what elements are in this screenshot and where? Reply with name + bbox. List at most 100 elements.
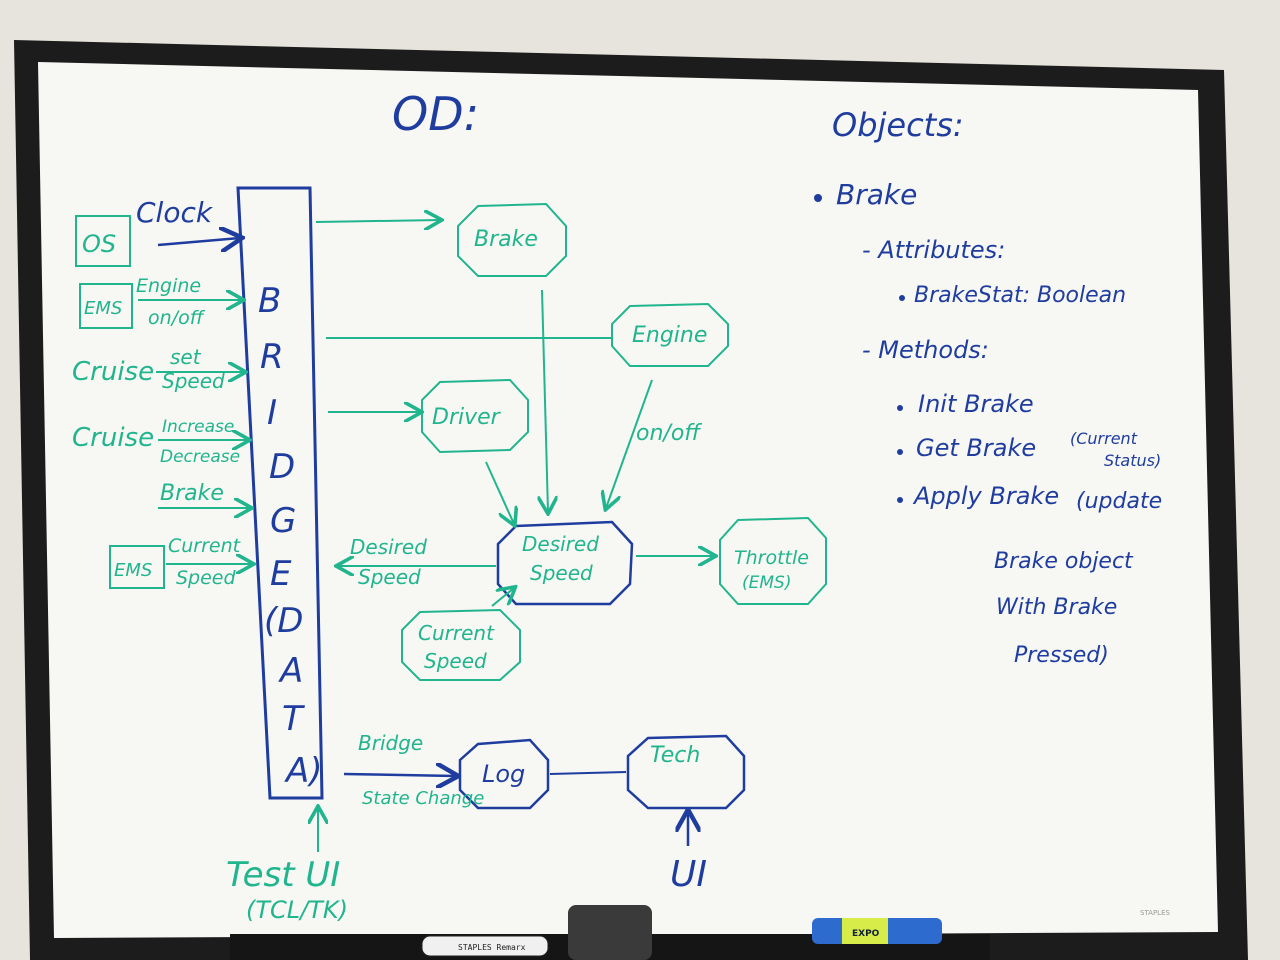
bullet-icon — [814, 194, 822, 202]
clock-label: Clock — [136, 196, 214, 229]
engine-octagon — [611, 302, 729, 367]
node-tech: Tech — [626, 734, 746, 810]
attribute-line: BrakeStat: Boolean — [914, 283, 1126, 308]
eraser — [568, 905, 652, 960]
blue-marker-stripe — [842, 918, 888, 944]
cruise-set-label: Cruise — [72, 357, 154, 387]
desired-speed-octagon — [496, 520, 634, 606]
brake-input-label: Brake — [160, 481, 224, 506]
cruise-inc-label: Cruise — [72, 423, 154, 453]
speed-node-label: Speed — [530, 561, 593, 585]
methods-heading: - Methods: — [862, 336, 989, 364]
driver-node-label: Driver — [432, 405, 502, 430]
bridge-letter: G — [270, 501, 296, 541]
apply-note-line1: (update — [1076, 489, 1162, 514]
input-cruise-set: Cruise set Speed — [72, 345, 244, 393]
get-note-line2: Status) — [1104, 451, 1161, 470]
objects-notes: Objects: Brake - Attributes: BrakeStat: … — [814, 106, 1162, 668]
ems-top-label: EMS — [84, 298, 122, 319]
decrease-label: Decrease — [160, 447, 240, 467]
brake-octagon — [457, 202, 567, 277]
test-ui-label: Test UI — [226, 855, 340, 895]
clock-arrow — [157, 238, 240, 245]
current-speed-octagon — [401, 608, 521, 681]
blue-marker-label: EXPO — [852, 929, 880, 939]
current-label: Current — [418, 621, 495, 645]
bridge-to-log-arrow — [343, 774, 456, 776]
node-desired-speed: Desired Speed — [496, 520, 634, 606]
ems-throttle-label: (EMS) — [742, 573, 791, 593]
speed-back-label: Speed — [358, 565, 421, 589]
tcl-tk-label: (TCL/TK) — [246, 896, 348, 924]
on-off-edge-label: on/off — [636, 421, 702, 446]
engine-node-label: Engine — [632, 323, 707, 348]
bullet-icon — [897, 405, 903, 411]
bridge-letter: A — [278, 651, 303, 691]
black-marker-label: STAPLES Remarx — [458, 943, 526, 952]
speed-current-label: Speed — [424, 649, 487, 673]
method-get: Get Brake — [916, 434, 1036, 462]
apply-note-line4: Pressed) — [1014, 643, 1109, 668]
bullet-icon — [899, 295, 905, 301]
method-apply: Apply Brake — [912, 482, 1059, 510]
input-cruise-increase: Cruise Increase Decrease — [72, 417, 248, 467]
diagram-heading: OD: — [392, 87, 479, 141]
tech-label: Tech — [650, 743, 700, 768]
driver-to-desired-arrow — [485, 461, 514, 524]
apply-note-line3: With Brake — [996, 595, 1117, 620]
board-brand: STAPLES — [1140, 909, 1171, 917]
bridge-letter: E — [270, 554, 292, 594]
log-label: Log — [482, 760, 525, 788]
current-to-desired-arrow — [491, 588, 514, 607]
brake-node-label: Brake — [474, 227, 538, 252]
ems-bottom-box — [109, 545, 165, 589]
speed-input-label: Speed — [176, 567, 237, 589]
bridge-letter: I — [267, 393, 277, 433]
set-label: set — [170, 345, 202, 369]
brake-to-desired-arrow — [542, 289, 548, 512]
bridge-letter: D — [269, 447, 295, 487]
state-change-label: State Change — [362, 788, 484, 809]
ui-label: UI — [670, 854, 707, 895]
input-ems-engine: EMS Engine on/off — [79, 275, 242, 329]
bullet-icon — [897, 449, 903, 455]
board-surface — [38, 62, 1218, 938]
input-brake: Brake — [158, 481, 250, 508]
ems-bottom-label: EMS — [114, 560, 152, 581]
tech-octagon — [626, 734, 746, 810]
black-marker — [421, 935, 549, 957]
desired-label: Desired — [522, 532, 599, 556]
bridge-letter: B — [258, 281, 281, 321]
bullet-icon — [897, 497, 903, 503]
on-off-label: on/off — [148, 307, 206, 329]
method-init: Init Brake — [918, 390, 1034, 418]
os-label: OS — [82, 230, 116, 258]
os-box — [75, 215, 131, 267]
input-ems-speed: EMS Current Speed — [109, 535, 252, 589]
bridge-column — [236, 186, 324, 800]
bridge-to-brake-arrow — [315, 220, 440, 222]
bridge-letter: T — [282, 699, 305, 739]
increase-label: Increase — [162, 417, 234, 437]
engine-to-desired-arrow — [606, 379, 653, 508]
node-engine: Engine — [611, 302, 729, 367]
current-input-label: Current — [168, 535, 242, 557]
log-to-tech-line — [549, 771, 627, 775]
bridge-edge-label: Bridge — [358, 731, 423, 755]
input-os: OS — [75, 215, 131, 267]
engine-label: Engine — [136, 275, 201, 297]
bridge-letter-stack: B R I D G E (D A T A) — [258, 281, 323, 791]
node-throttle: Throttle (EMS) — [719, 516, 827, 605]
node-driver: Driver — [421, 378, 529, 454]
bridge-letter: R — [260, 337, 284, 377]
throttle-label: Throttle — [734, 547, 809, 569]
notes-title: Objects: — [832, 106, 964, 144]
throttle-octagon — [719, 516, 827, 605]
node-brake: Brake — [457, 202, 567, 277]
ems-top-box — [79, 283, 133, 329]
bridge-letter: (D — [264, 601, 303, 641]
apply-note-line2: Brake object — [994, 549, 1134, 574]
get-note-line1: (Current — [1070, 429, 1138, 448]
object-name: Brake — [836, 178, 917, 211]
